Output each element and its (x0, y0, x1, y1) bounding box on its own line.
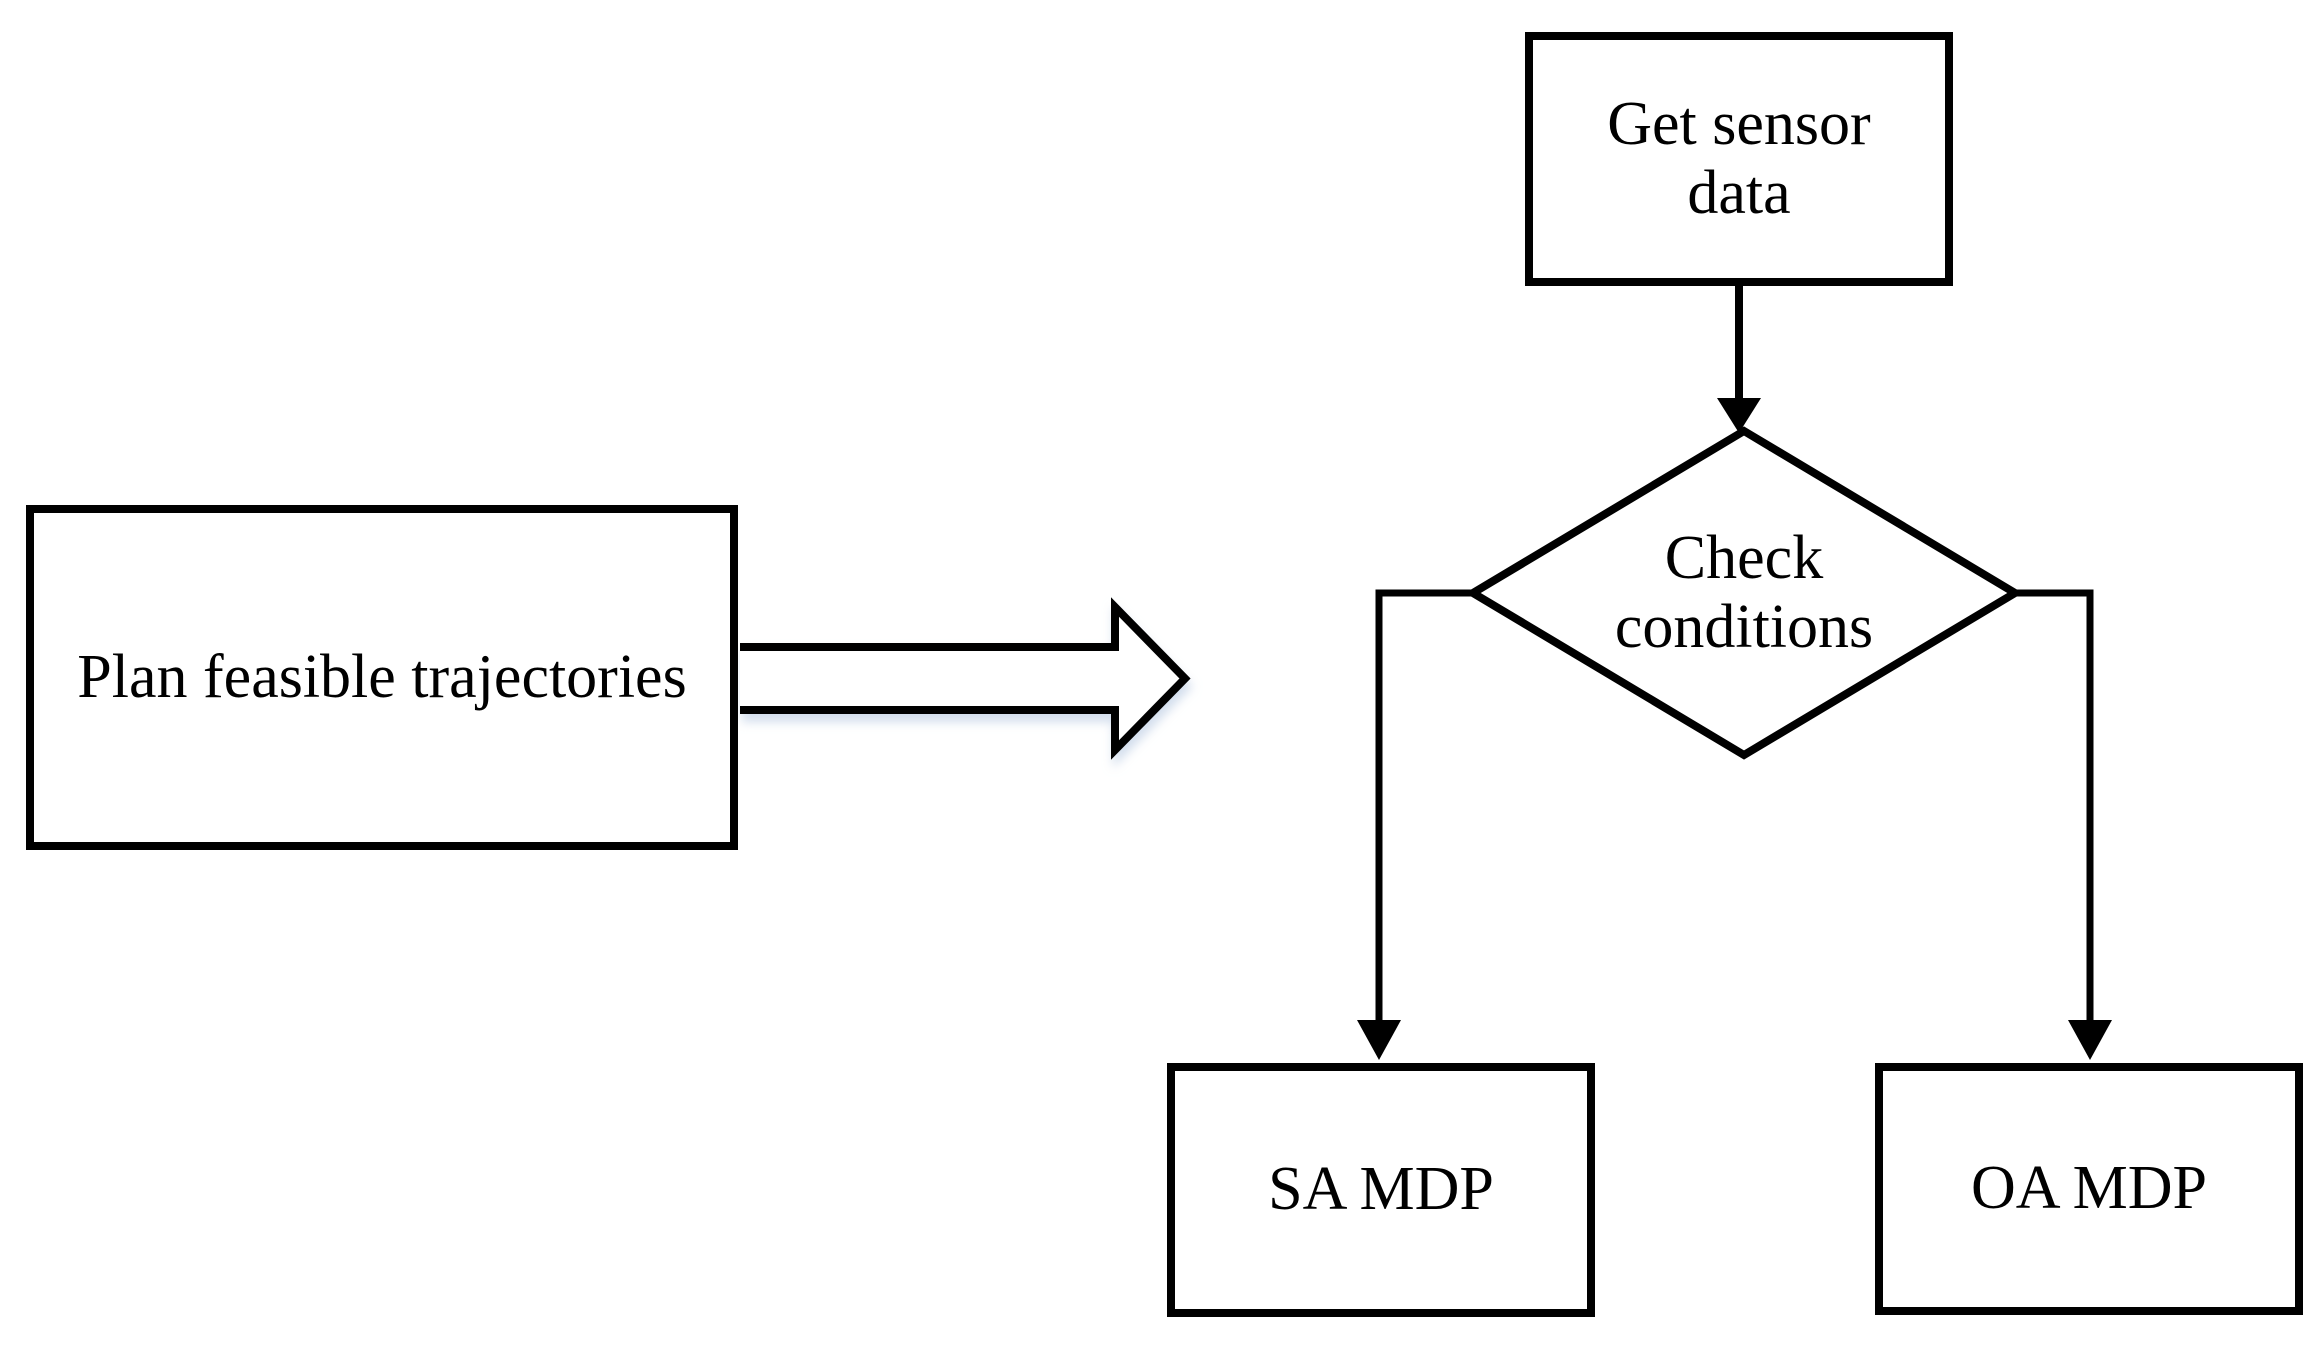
node-plan-feasible-trajectories: Plan feasible trajectories (26, 505, 738, 850)
node-oa-mdp-label: OA MDP (1970, 1154, 2207, 1223)
arrowhead-check-to-oa-mdp (2068, 1020, 2112, 1060)
arrowhead-get-sensor-to-check (1717, 398, 1761, 433)
block-arrow-plan-to-check (740, 597, 1191, 760)
node-oa-mdp: OA MDP (1875, 1063, 2303, 1315)
edge-check-to-sa-mdp (1375, 589, 1471, 1022)
node-get-sensor-label: Get sensor data (1607, 89, 1871, 227)
edge-check-to-oa-mdp (2017, 589, 2094, 1022)
arrowhead-check-to-sa-mdp (1357, 1020, 1401, 1060)
node-check-diamond-shape (1465, 426, 2023, 760)
node-sa-mdp-label: SA MDP (1268, 1155, 1494, 1224)
node-get-sensor-data: Get sensor data (1525, 32, 1953, 286)
node-sa-mdp: SA MDP (1167, 1063, 1595, 1317)
node-plan-label: Plan feasible trajectories (77, 642, 687, 711)
